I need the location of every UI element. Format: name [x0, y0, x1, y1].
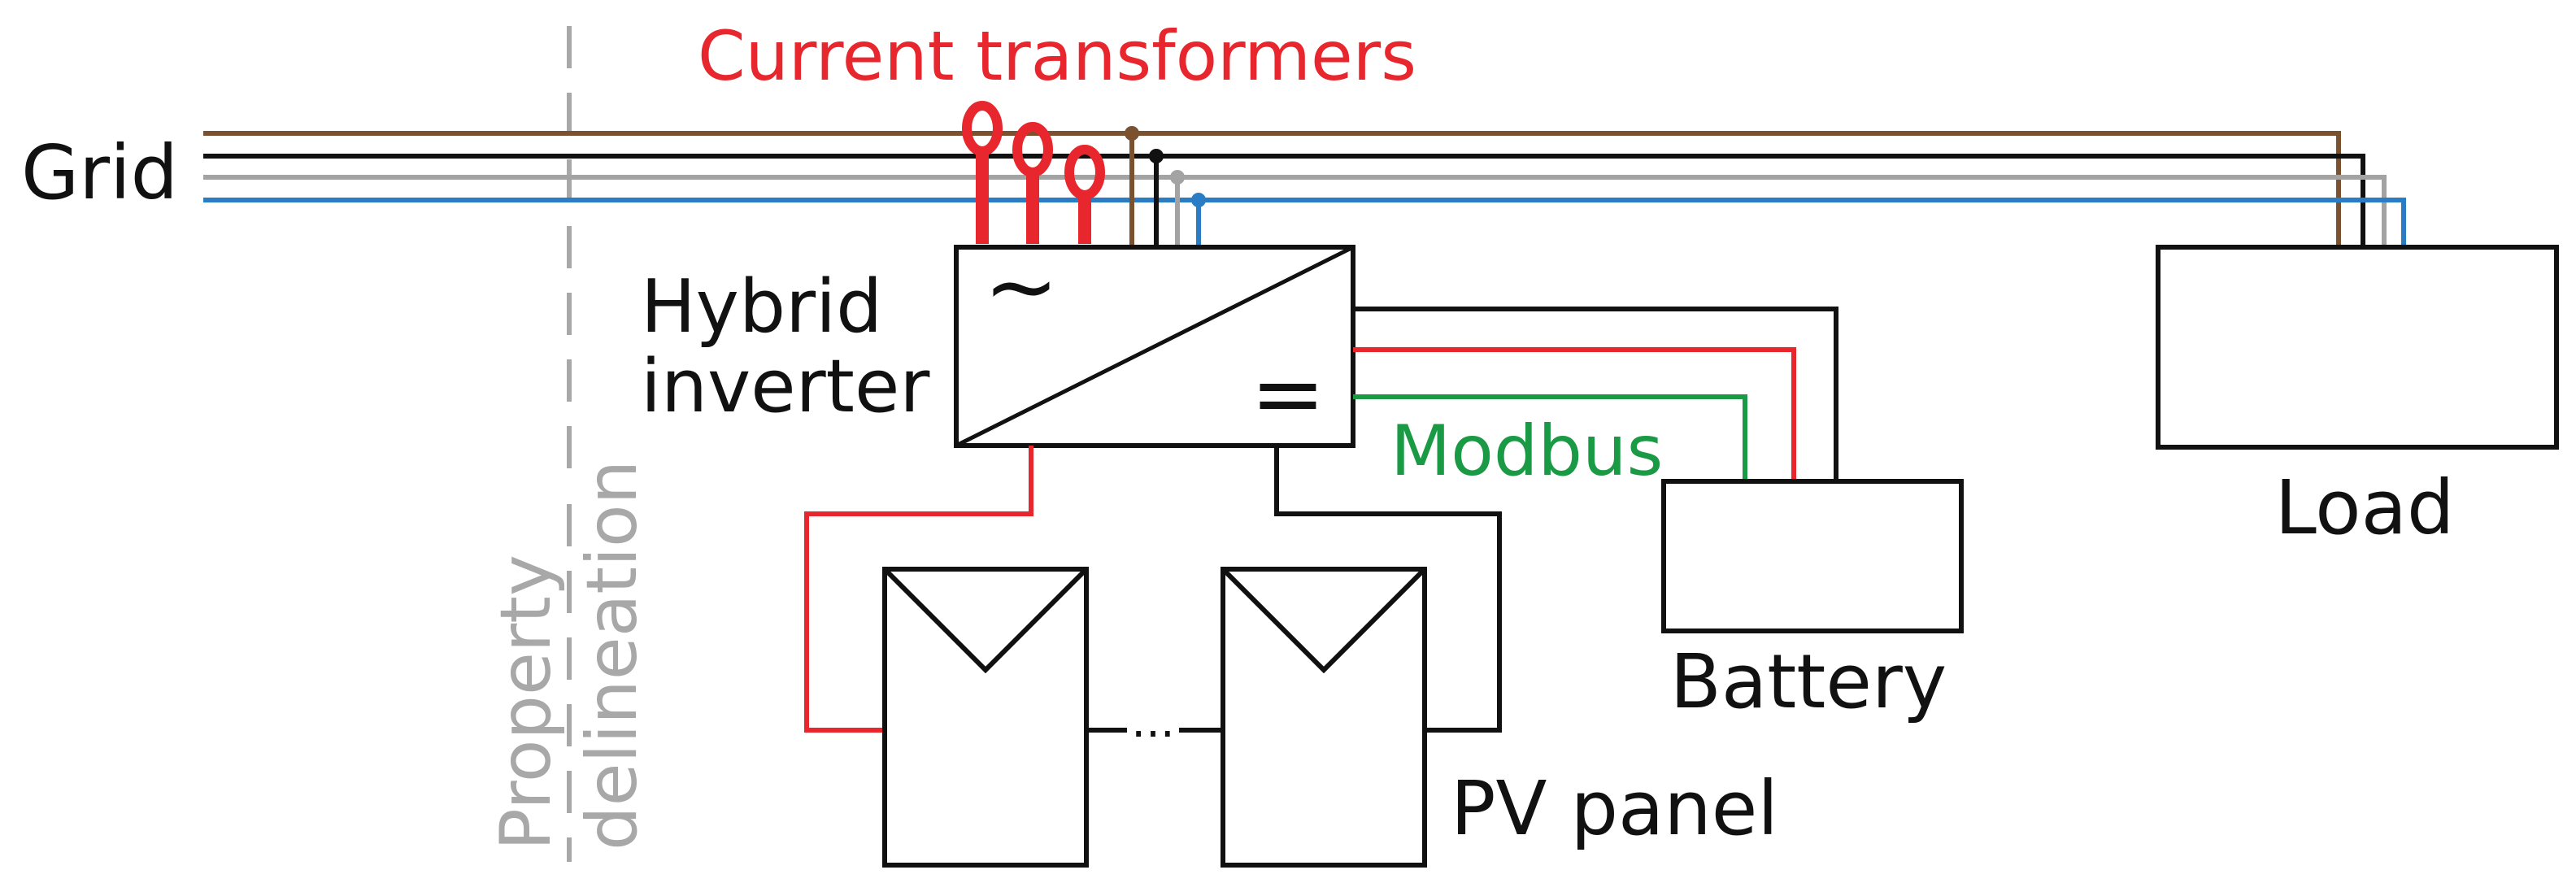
junction-dot-blue [1191, 193, 1206, 207]
inverter-ac-symbol: ~ [984, 234, 1059, 338]
pv-panel-2-mark [1221, 567, 1427, 674]
hybrid-inverter-label-line2: inverter [641, 344, 929, 429]
grid-wire-blue [203, 198, 2406, 246]
current-transformer-icon [962, 101, 1105, 244]
pv-wiring [804, 446, 1502, 733]
grid-wire-black [203, 154, 2365, 246]
current-transformers-label: Current transformers [698, 16, 1416, 96]
pv-panel-icon [882, 567, 1427, 868]
modbus-wire [1353, 394, 1747, 480]
junction-dot-black [1149, 149, 1164, 163]
junction-dot-brown [1125, 126, 1139, 141]
inverter-symbol-icon: ~ = [954, 234, 1355, 448]
battery-box [1661, 479, 1964, 633]
pv-wire-black [1274, 446, 1502, 733]
property-label-line2: delineation [572, 460, 653, 850]
pv-panel-2 [1221, 567, 1427, 868]
pv-panel-label: PV panel [1451, 765, 1778, 852]
hybrid-inverter-label-line1: Hybrid [641, 264, 882, 350]
current-transformer-1 [962, 101, 1003, 156]
pv-ellipsis: ... [1131, 695, 1174, 748]
property-delineation-label: Property delineation [485, 460, 653, 850]
grid-wire-grey [203, 175, 2387, 246]
battery-wire-red [1353, 347, 1796, 480]
grid-wire-brown [203, 131, 2341, 246]
grid-conductors [203, 131, 2406, 246]
pv-wire-red [804, 446, 1033, 733]
battery-label: Battery [1670, 638, 1947, 725]
modbus-label: Modbus [1390, 411, 1663, 492]
battery-wire-black [1353, 307, 1838, 480]
inverter-diagonal [955, 245, 1355, 448]
load-label: Load [2275, 464, 2455, 551]
pv-panel-1 [882, 567, 1089, 868]
inverter-dc-symbol: = [1251, 341, 1325, 446]
junction-dot-grey [1170, 170, 1185, 185]
load-box [2156, 245, 2559, 450]
property-label-line1: Property [485, 555, 567, 850]
battery-wiring [1353, 307, 1838, 480]
grid-label: Grid [21, 129, 178, 216]
pv-panel-1-mark [882, 567, 1089, 674]
